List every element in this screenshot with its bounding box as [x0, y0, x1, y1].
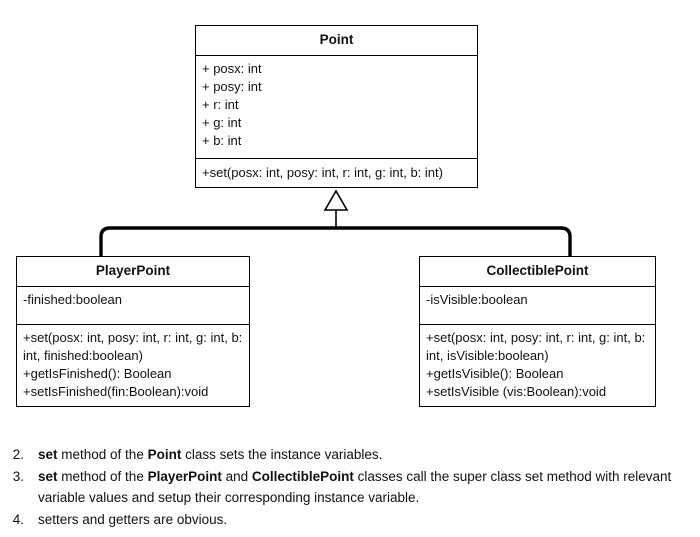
- list-item-text: set method of the PlayerPoint and Collec…: [38, 469, 672, 505]
- attribute-row: + b: int: [202, 132, 242, 148]
- list-item: 4. setters and getters are obvious.: [0, 509, 700, 530]
- operation-row: +set(posx: int, posy: int, r: int, g: in…: [202, 164, 443, 180]
- attribute-row: + r: int: [202, 96, 239, 112]
- operations-compartment-playerpoint: +set(posx: int, posy: int, r: int, g: in…: [17, 325, 249, 406]
- operation-row: +set(posx: int, posy: int, r: int, g: in…: [23, 329, 246, 363]
- attribute-row: -isVisible:boolean: [426, 291, 528, 307]
- operation-row: +setIsFinished(fin:Boolean):void: [23, 383, 209, 399]
- generalization-triangle: [323, 189, 349, 211]
- list-item: 2. set method of the Point class sets th…: [0, 444, 700, 465]
- operation-row: +getIsFinished(): Boolean: [23, 365, 172, 381]
- list-item-number: 2.: [12, 447, 24, 462]
- list-item-text: setters and getters are obvious.: [38, 512, 228, 527]
- attributes-compartment-playerpoint: -finished:boolean: [17, 287, 249, 325]
- operation-row: +setIsVisible (vis:Boolean):void: [426, 383, 607, 399]
- operation-row: +set(posx: int, posy: int, r: int, g: in…: [426, 329, 649, 363]
- operations-compartment-collectiblepoint: +set(posx: int, posy: int, r: int, g: in…: [420, 325, 655, 406]
- attributes-compartment-point: + posx: int + posy: int + r: int + g: in…: [196, 56, 477, 159]
- list-item-number: 3.: [12, 469, 24, 484]
- list-item-text: set method of the Point class sets the i…: [38, 447, 383, 462]
- class-name-playerpoint: PlayerPoint: [17, 257, 249, 287]
- notes-list: 2. set method of the Point class sets th…: [0, 444, 700, 531]
- list-item-number: 4.: [12, 512, 24, 527]
- class-box-playerpoint[interactable]: PlayerPoint -finished:boolean +set(posx:…: [16, 256, 250, 407]
- class-name-point: Point: [196, 26, 477, 56]
- operation-row: +getIsVisible(): Boolean: [426, 365, 564, 381]
- class-name-collectiblepoint: CollectiblePoint: [420, 257, 655, 287]
- uml-class-diagram: Point + posx: int + posy: int + r: int +…: [16, 25, 656, 407]
- attribute-row: + posy: int: [202, 78, 262, 94]
- attribute-row: -finished:boolean: [23, 291, 123, 307]
- attributes-compartment-collectiblepoint: -isVisible:boolean: [420, 287, 655, 325]
- class-box-collectiblepoint[interactable]: CollectiblePoint -isVisible:boolean +set…: [419, 256, 656, 407]
- class-box-point[interactable]: Point + posx: int + posy: int + r: int +…: [195, 25, 478, 188]
- attribute-row: + g: int: [202, 114, 242, 130]
- attribute-row: + posx: int: [202, 60, 262, 76]
- operations-compartment-point: +set(posx: int, posy: int, r: int, g: in…: [196, 159, 477, 187]
- list-item: 3. set method of the PlayerPoint and Col…: [0, 466, 700, 508]
- connector-bus: [99, 226, 572, 256]
